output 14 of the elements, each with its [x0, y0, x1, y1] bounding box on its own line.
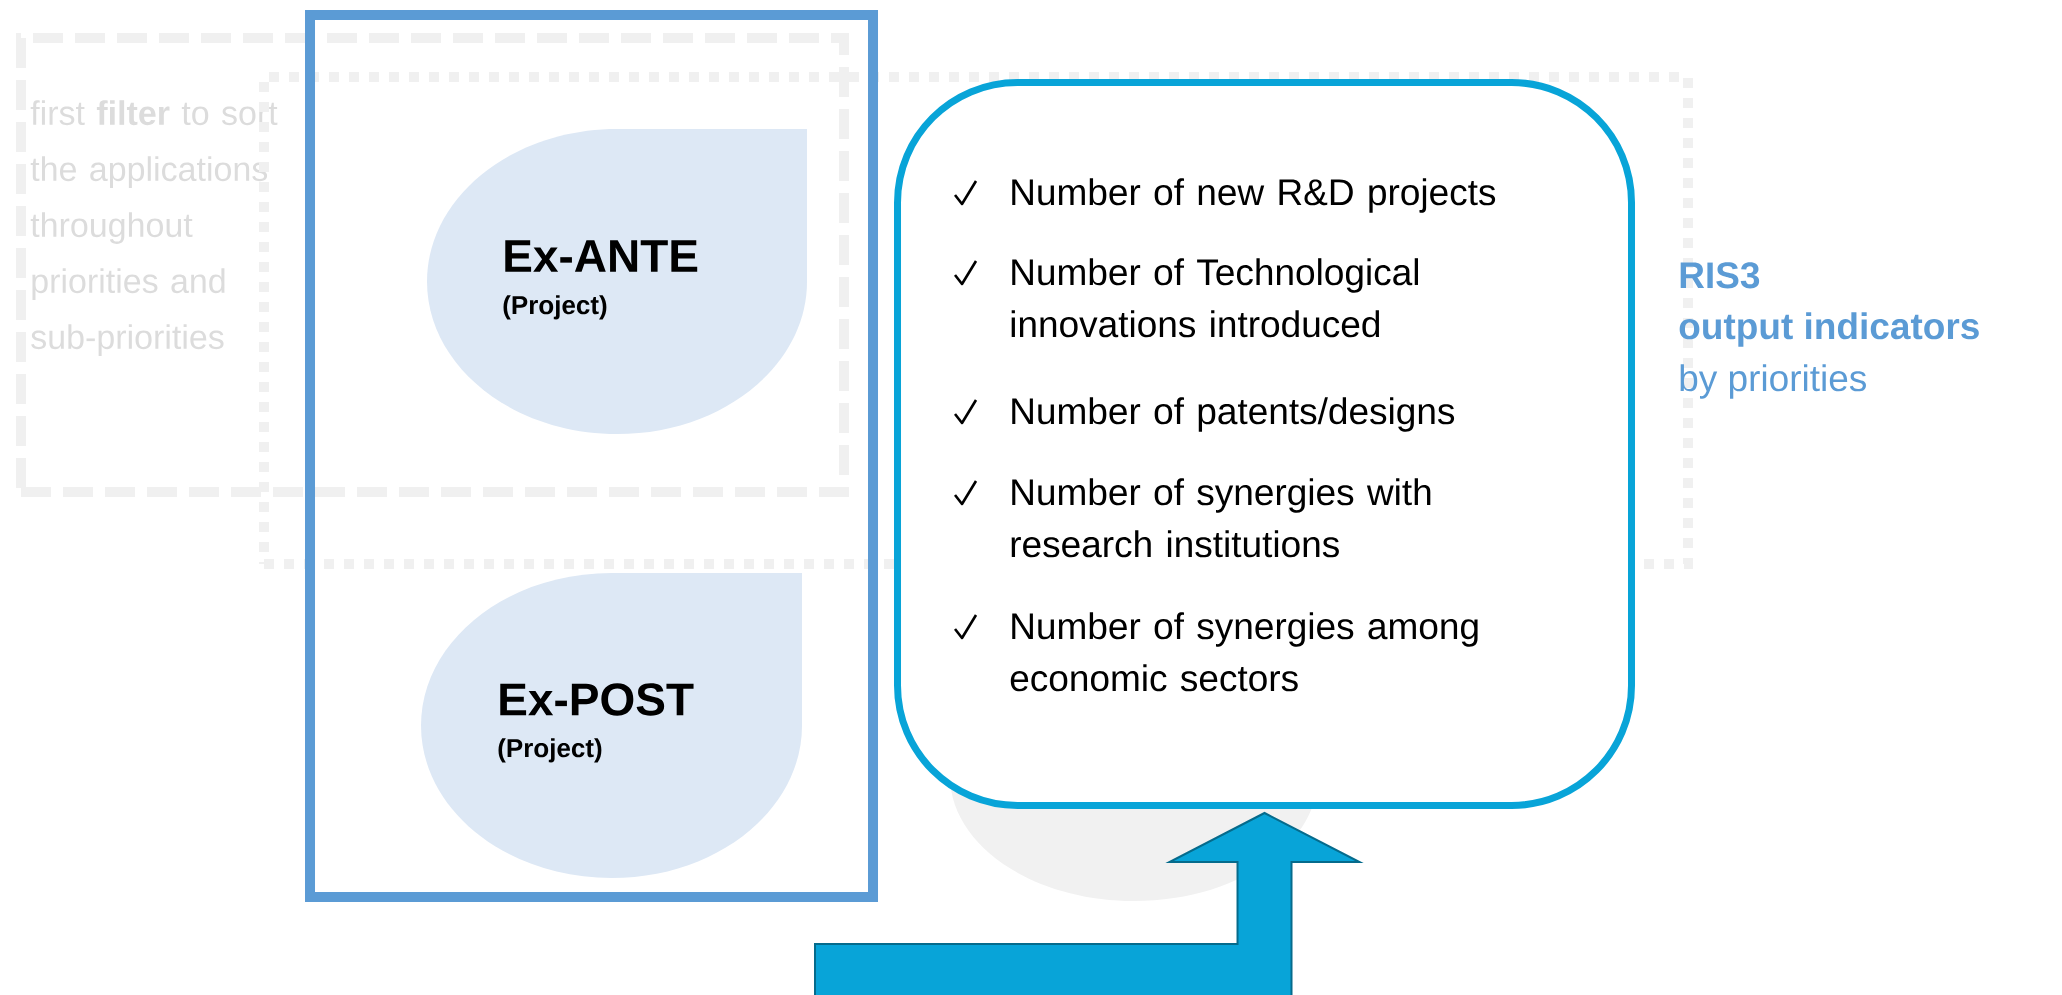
side-label: RIS3 [1680, 262, 1760, 289]
subheading: (Project) [498, 738, 602, 763]
subheading: (Project) [503, 295, 607, 320]
frame-box [305, 10, 878, 902]
heading: Ex-POST [500, 683, 694, 716]
list-item: Number of Technological innovations introduced [1011, 258, 1418, 338]
list-item: Number of synergies with research institutions [1011, 478, 1431, 558]
side-label: output indicators [1679, 312, 1979, 347]
list-item: Number of synergies among economic sectors [1010, 612, 1478, 692]
block-arrow [814, 811, 1364, 995]
list-item: Number of patents/designs [1012, 397, 1455, 432]
list-item: Number of new R&D projects [1012, 178, 1496, 213]
heading: Ex-ANTE [505, 240, 698, 272]
side-label: by priorities [1680, 364, 1866, 399]
